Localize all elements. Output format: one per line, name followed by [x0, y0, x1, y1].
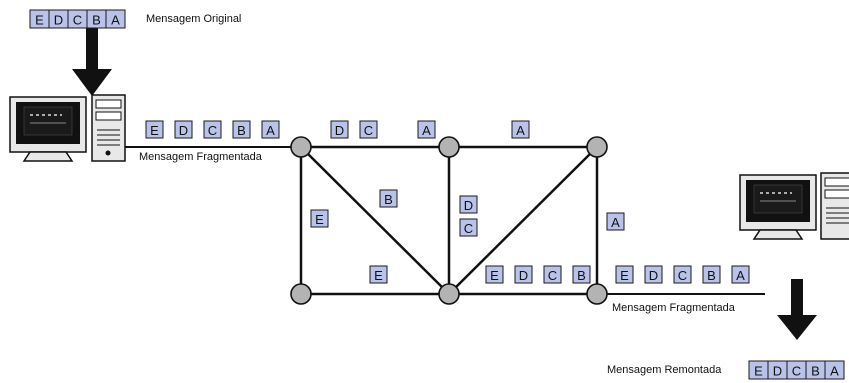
sender-computer-icon	[9, 94, 126, 162]
top-left-link-packet-box	[359, 120, 378, 139]
sender-link-packet-box	[232, 120, 251, 139]
receiver-link-packet-box	[673, 265, 692, 284]
sender-link-packet-label: C	[208, 123, 217, 138]
receiver-link-packet-box	[615, 265, 634, 284]
original-packet-label: D	[54, 13, 63, 28]
receiver-link-packet-label: E	[620, 268, 629, 283]
fragmented-message-label-top: Mensagem Fragmentada	[139, 151, 263, 163]
link-diagonal-left	[300, 146, 450, 295]
receiver-link-packet-label: A	[736, 268, 745, 283]
router-top-left	[290, 136, 312, 158]
network-links	[125, 145, 765, 296]
original-message-label: Mensagem Original	[146, 13, 241, 25]
bottom-right-link-packet-box	[485, 265, 504, 284]
receiver-computer-icon	[739, 172, 849, 240]
routers	[290, 136, 608, 305]
router-top-right	[586, 136, 608, 158]
router-top-middle	[438, 136, 460, 158]
down-arrow-sender-icon	[72, 26, 112, 96]
diagonal-link-packet-box	[379, 189, 398, 208]
sender-link-packet-box	[145, 120, 164, 139]
left-link-packet-label: E	[315, 212, 324, 227]
middle-link-packet-box	[459, 218, 478, 237]
sender-link-packet-label: D	[179, 123, 188, 138]
receiver-link-packet-box	[731, 265, 750, 284]
middle-link-packet-label: C	[464, 221, 473, 236]
reassembled-packet-label: D	[773, 364, 782, 379]
bottom-right-link-packet-box	[514, 265, 533, 284]
left-link-packet-box	[310, 209, 329, 228]
reassembled-packet-label: A	[830, 364, 839, 379]
receiver-link-packet-box	[702, 265, 721, 284]
link-diagonal-right	[448, 146, 598, 295]
right-link-packet-label: A	[611, 215, 620, 230]
top-left-link-packet-label: C	[364, 123, 373, 138]
down-arrow-receiver-icon	[777, 279, 817, 340]
original-packet-box	[105, 9, 126, 29]
middle-link-packet-label: D	[464, 198, 473, 213]
original-packet-label: E	[35, 13, 44, 28]
original-packet-label: A	[111, 13, 120, 28]
bottom-right-link-packet-box	[572, 265, 591, 284]
bottom-right-link-packet-label: B	[577, 268, 586, 283]
bottom-left-link-packet-label: E	[374, 268, 383, 283]
receiver-link-packet-label: D	[649, 268, 658, 283]
middle-link-packet-box	[459, 195, 478, 214]
top-right-link-packet-box	[511, 120, 530, 139]
original-packet-label: B	[92, 13, 101, 28]
original-packet-label: C	[73, 13, 82, 28]
sender-link-packet-label: B	[237, 123, 246, 138]
reassembled-message-label: Mensagem Remontada	[607, 364, 722, 376]
top-right-link-packet-label: A	[516, 123, 525, 138]
reassembled-packet-label: C	[792, 364, 801, 379]
top-left-link-packet-box	[417, 120, 436, 139]
router-bottom-right	[586, 283, 608, 305]
reassembled-packet-label: B	[811, 364, 820, 379]
reassembled-packet-box	[824, 360, 845, 380]
bottom-left-link-packet-box	[369, 265, 388, 284]
sender-link-packet-box	[174, 120, 193, 139]
fragmented-message-label-bottom: Mensagem Fragmentada	[612, 302, 736, 314]
reassembled-packet-label: E	[754, 364, 763, 379]
bottom-right-link-packet-label: E	[490, 268, 499, 283]
bottom-right-link-packet-label: D	[519, 268, 528, 283]
router-bottom-middle	[438, 283, 460, 305]
diagonal-link-packet-label: B	[384, 192, 393, 207]
router-bottom-left	[290, 283, 312, 305]
top-left-link-packet-label: A	[422, 123, 431, 138]
receiver-link-packet-box	[644, 265, 663, 284]
receiver-link-packet-label: B	[707, 268, 716, 283]
top-left-link-packet-label: D	[335, 123, 344, 138]
sender-link-packet-box	[203, 120, 222, 139]
sender-link-packet-box	[261, 120, 280, 139]
sender-link-packet-label: E	[150, 123, 159, 138]
bottom-right-link-packet-box	[543, 265, 562, 284]
sender-link-packet-label: A	[266, 123, 275, 138]
receiver-link-packet-label: C	[678, 268, 687, 283]
right-link-packet-box	[606, 212, 625, 231]
bottom-right-link-packet-label: C	[548, 268, 557, 283]
top-left-link-packet-box	[330, 120, 349, 139]
